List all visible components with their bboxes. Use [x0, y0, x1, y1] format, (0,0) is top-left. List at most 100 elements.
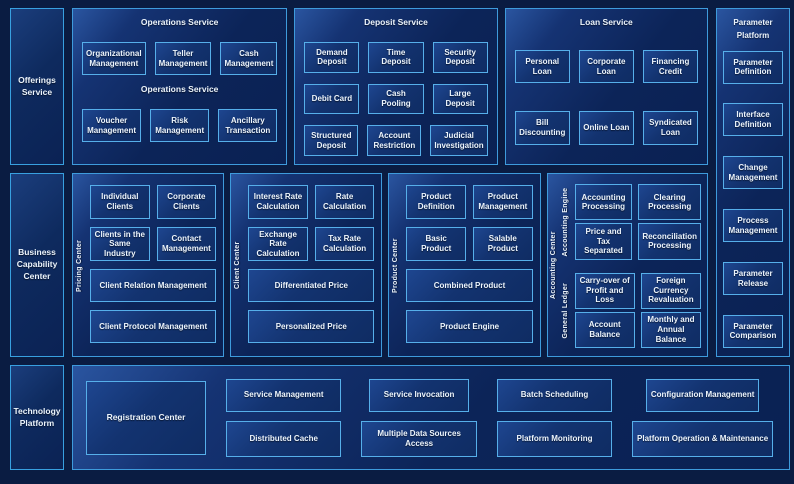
accounting-center-panel: Accounting Center Accounting Engine Acco…: [546, 173, 709, 357]
box-personalized-price: Personalized Price: [248, 310, 375, 343]
product-center-label: Product Center: [392, 238, 400, 293]
box-accounting-processing: Accounting Processing: [574, 184, 633, 221]
box-online-loan: Online Loan: [578, 111, 634, 146]
box-cash-management: Cash Management: [220, 42, 278, 76]
tech-col-1: Service Management Distributed Cache: [226, 378, 342, 457]
box-rate-calculation: Rate Calculation: [314, 185, 375, 219]
box-monthly-and-annual-balance: Monthly and Annual Balance: [640, 311, 702, 348]
box-process-management: Process Management: [723, 209, 783, 243]
product-center-panel: Product Center Product Definition Produc…: [388, 173, 541, 357]
client-center-content: Interest Rate Calculation Rate Calculati…: [248, 185, 375, 348]
box-contact-management: Contact Management: [156, 227, 217, 261]
parameter-platform-title-line1: Parameter: [733, 18, 773, 27]
box-configuration-management: Configuration Management: [646, 378, 760, 412]
box-interface-definition: Interface Definition: [723, 103, 783, 137]
box-parameter-release: Parameter Release: [723, 262, 783, 296]
tech-col-4: Configuration Management Platform Operat…: [632, 378, 774, 457]
box-basic-product: Basic Product: [406, 227, 466, 261]
box-account-restriction: Account Restriction: [367, 125, 422, 157]
box-product-engine: Product Engine: [406, 310, 533, 343]
box-interest-rate-calculation: Interest Rate Calculation: [248, 185, 308, 219]
general-ledger-grid: Carry-over of Profit and Loss Foreign Cu…: [574, 272, 702, 348]
box-organizational-management: Organizational Management: [82, 42, 146, 76]
accounting-engine-grid: Accounting Processing Clearing Processin…: [574, 184, 702, 260]
box-account-balance: Account Balance: [574, 311, 635, 348]
offerings-service-band: Operations Service Organizational Manage…: [72, 8, 708, 165]
pricing-center-panel: Pricing Center Individual Clients Corpor…: [72, 173, 225, 357]
box-differentiated-price: Differentiated Price: [248, 269, 375, 302]
box-structured-deposit: Structured Deposit: [304, 125, 359, 157]
parameter-platform-title-line2: Platform: [736, 30, 770, 40]
box-platform-operation-maintenance: Platform Operation & Maintenance: [632, 420, 774, 457]
loan-service-panel: Loan Service Personal Loan Corporate Loa…: [504, 8, 708, 165]
accounting-engine-label: Accounting Engine: [561, 187, 569, 257]
box-distributed-cache: Distributed Cache: [226, 420, 342, 457]
box-platform-monitoring: Platform Monitoring: [496, 420, 613, 457]
operations-row-2: Voucher Management Risk Management Ancil…: [82, 109, 278, 143]
box-voucher-management: Voucher Management: [82, 109, 142, 143]
box-salable-product: Salable Product: [473, 227, 533, 261]
box-security-deposit: Security Deposit: [432, 42, 488, 73]
deposit-service-title: Deposit Service: [364, 17, 428, 27]
client-center-panel: Client Center Interest Rate Calculation …: [230, 173, 383, 357]
loan-service-title: Loan Service: [579, 17, 633, 27]
loan-row-2: Bill Discounting Online Loan Syndicated …: [514, 111, 698, 146]
product-center-content: Product Definition Product Management Ba…: [406, 185, 533, 348]
box-parameter-comparison: Parameter Comparison: [723, 314, 783, 348]
general-ledger-group: General Ledger Carry-over of Profit and …: [561, 272, 702, 348]
box-product-management: Product Management: [473, 185, 533, 219]
sidebar-offerings-service: Offerings Service: [10, 8, 64, 165]
box-syndicated-loan: Syndicated Loan: [642, 111, 698, 146]
box-combined-product: Combined Product: [406, 269, 533, 302]
accounting-engine-group: Accounting Engine Accounting Processing …: [561, 184, 702, 260]
deposit-row-2: Debit Card Cash Pooling Large Deposit: [304, 83, 488, 115]
box-tax-rate-calculation: Tax Rate Calculation: [314, 227, 375, 261]
parameter-platform-items: Parameter Definition Interface Definitio…: [723, 50, 783, 348]
operations-service-title: Operations Service: [140, 17, 219, 27]
technology-platform-band: Registration Center Service Management D…: [72, 365, 790, 470]
box-clients-in-the-same-industry: Clients in the Same Industry: [90, 227, 150, 261]
business-capability-band: Pricing Center Individual Clients Corpor…: [72, 173, 709, 357]
parameter-platform-title: Parameter Platform: [723, 17, 783, 43]
box-individual-clients: Individual Clients: [90, 185, 150, 219]
box-cash-pooling: Cash Pooling: [368, 83, 424, 115]
sidebar-business-capability-center: Business Capability Center: [10, 173, 64, 357]
box-personal-loan: Personal Loan: [514, 50, 570, 84]
deposit-row-3: Structured Deposit Account Restriction J…: [304, 125, 488, 157]
box-demand-deposit: Demand Deposit: [304, 42, 360, 73]
loan-row-1: Personal Loan Corporate Loan Financing C…: [514, 50, 698, 84]
pricing-center-label: Pricing Center: [76, 239, 83, 292]
box-client-relation-management: Client Relation Management: [90, 269, 217, 302]
box-product-definition: Product Definition: [406, 185, 466, 219]
operations-service-panel: Operations Service Organizational Manage…: [72, 8, 288, 165]
box-risk-management: Risk Management: [150, 109, 210, 143]
deposit-row-1: Demand Deposit Time Deposit Security Dep…: [304, 42, 488, 73]
box-bill-discounting: Bill Discounting: [514, 111, 570, 146]
box-change-management: Change Management: [723, 156, 783, 190]
tech-col-2: Service Invocation Multiple Data Sources…: [361, 378, 477, 457]
box-large-deposit: Large Deposit: [432, 83, 488, 115]
sidebar-technology-platform: Technology Platform: [10, 365, 64, 470]
box-foreign-currency-revaluation: Foreign Currency Revaluation: [640, 272, 702, 309]
box-corporate-loan: Corporate Loan: [578, 50, 634, 84]
box-service-invocation: Service Invocation: [369, 378, 469, 412]
operations-row-1: Organizational Management Teller Managem…: [82, 42, 278, 76]
box-exchange-rate-calculation: Exchange Rate Calculation: [248, 227, 308, 261]
box-teller-management: Teller Management: [154, 42, 212, 76]
client-center-label: Client Center: [234, 241, 242, 290]
pricing-center-content: Individual Clients Corporate Clients Cli…: [90, 185, 217, 348]
box-judicial-investigation: Judicial Investigation: [430, 125, 488, 157]
box-client-protocol-management: Client Protocol Management: [90, 310, 217, 343]
accounting-center-label: Accounting Center: [549, 231, 557, 300]
box-reconciliation-processing: Reconciliation Processing: [638, 223, 702, 260]
tech-col-3: Batch Scheduling Platform Monitoring: [496, 378, 613, 457]
general-ledger-label: General Ledger: [561, 282, 569, 339]
box-financing-credit: Financing Credit: [642, 50, 698, 84]
box-service-management: Service Management: [226, 378, 342, 412]
parameter-platform-panel: Parameter Platform Parameter Definition …: [716, 8, 790, 357]
accounting-groups: Accounting Engine Accounting Processing …: [561, 184, 702, 348]
box-ancillary-transaction: Ancillary Transaction: [218, 109, 278, 143]
box-time-deposit: Time Deposit: [368, 42, 424, 73]
box-debit-card: Debit Card: [304, 83, 360, 115]
